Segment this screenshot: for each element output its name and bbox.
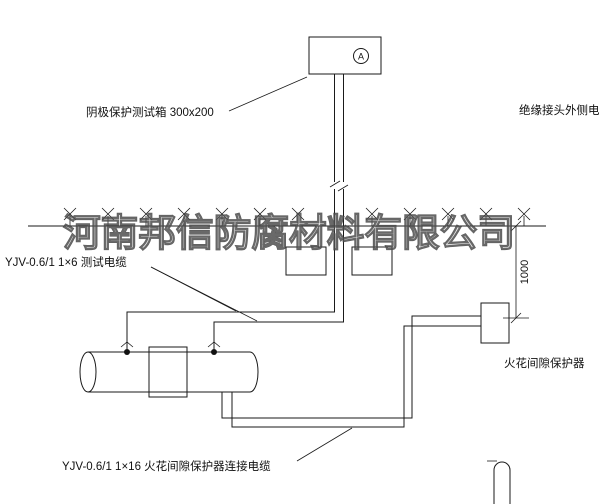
pipe-end-cap [79, 351, 97, 393]
spark-gap-label: 火花间隙保护器 [504, 356, 585, 370]
leader-line [150, 266, 258, 322]
conduit [329, 74, 349, 192]
watermark-text: 河南邦信防腐材料有限公司 [63, 213, 515, 255]
cable-run [213, 189, 344, 349]
protector-body [480, 302, 510, 344]
test-box-label: 阴极保护测试箱 300x200 [86, 105, 214, 119]
concrete-blocks [285, 246, 393, 276]
weld-mark [207, 341, 221, 348]
weld-mark [120, 341, 134, 348]
spark-gap-protector [221, 302, 510, 428]
leader-line [296, 427, 353, 462]
weld-terminal [211, 349, 217, 355]
label-connect-cable: YJV-0.6/1 1×16 火花间隙保护器连接电缆 [62, 427, 353, 473]
concrete-block [285, 246, 327, 276]
test-cables [126, 189, 344, 349]
concrete-block [351, 246, 393, 276]
dimension-value: 1000 [519, 260, 531, 284]
label-test-cable: YJV-0.6/1 1×6 测试电缆 [5, 256, 258, 322]
test-box: A [308, 36, 382, 75]
weld-terminal [124, 349, 130, 355]
leader-line [228, 76, 308, 112]
ammeter-symbol: A [358, 52, 364, 62]
cable-run [231, 325, 481, 428]
pipe-coupling [148, 346, 188, 398]
ammeter-icon [353, 48, 369, 64]
pipeline [79, 341, 259, 398]
break-mark [329, 180, 341, 188]
cable-run [221, 315, 481, 419]
cable-run [126, 189, 335, 349]
outer-cable-label: 绝缘接头外侧电缆 [519, 103, 600, 117]
connect-cable-label: YJV-0.6/1 1×16 火花间隙保护器连接电缆 [62, 459, 271, 473]
dimension-tick [510, 220, 522, 232]
dimension-1000: 1000 [503, 220, 531, 324]
test-box-outline [308, 36, 382, 75]
clamp-symbol [487, 460, 511, 504]
label-test-box: 阴极保护测试箱 300x200 [86, 76, 308, 119]
pipe-end-arc [249, 351, 259, 393]
break-mark [337, 184, 349, 192]
ground-line [28, 207, 546, 227]
test-cable-label: YJV-0.6/1 1×6 测试电缆 [5, 256, 127, 269]
